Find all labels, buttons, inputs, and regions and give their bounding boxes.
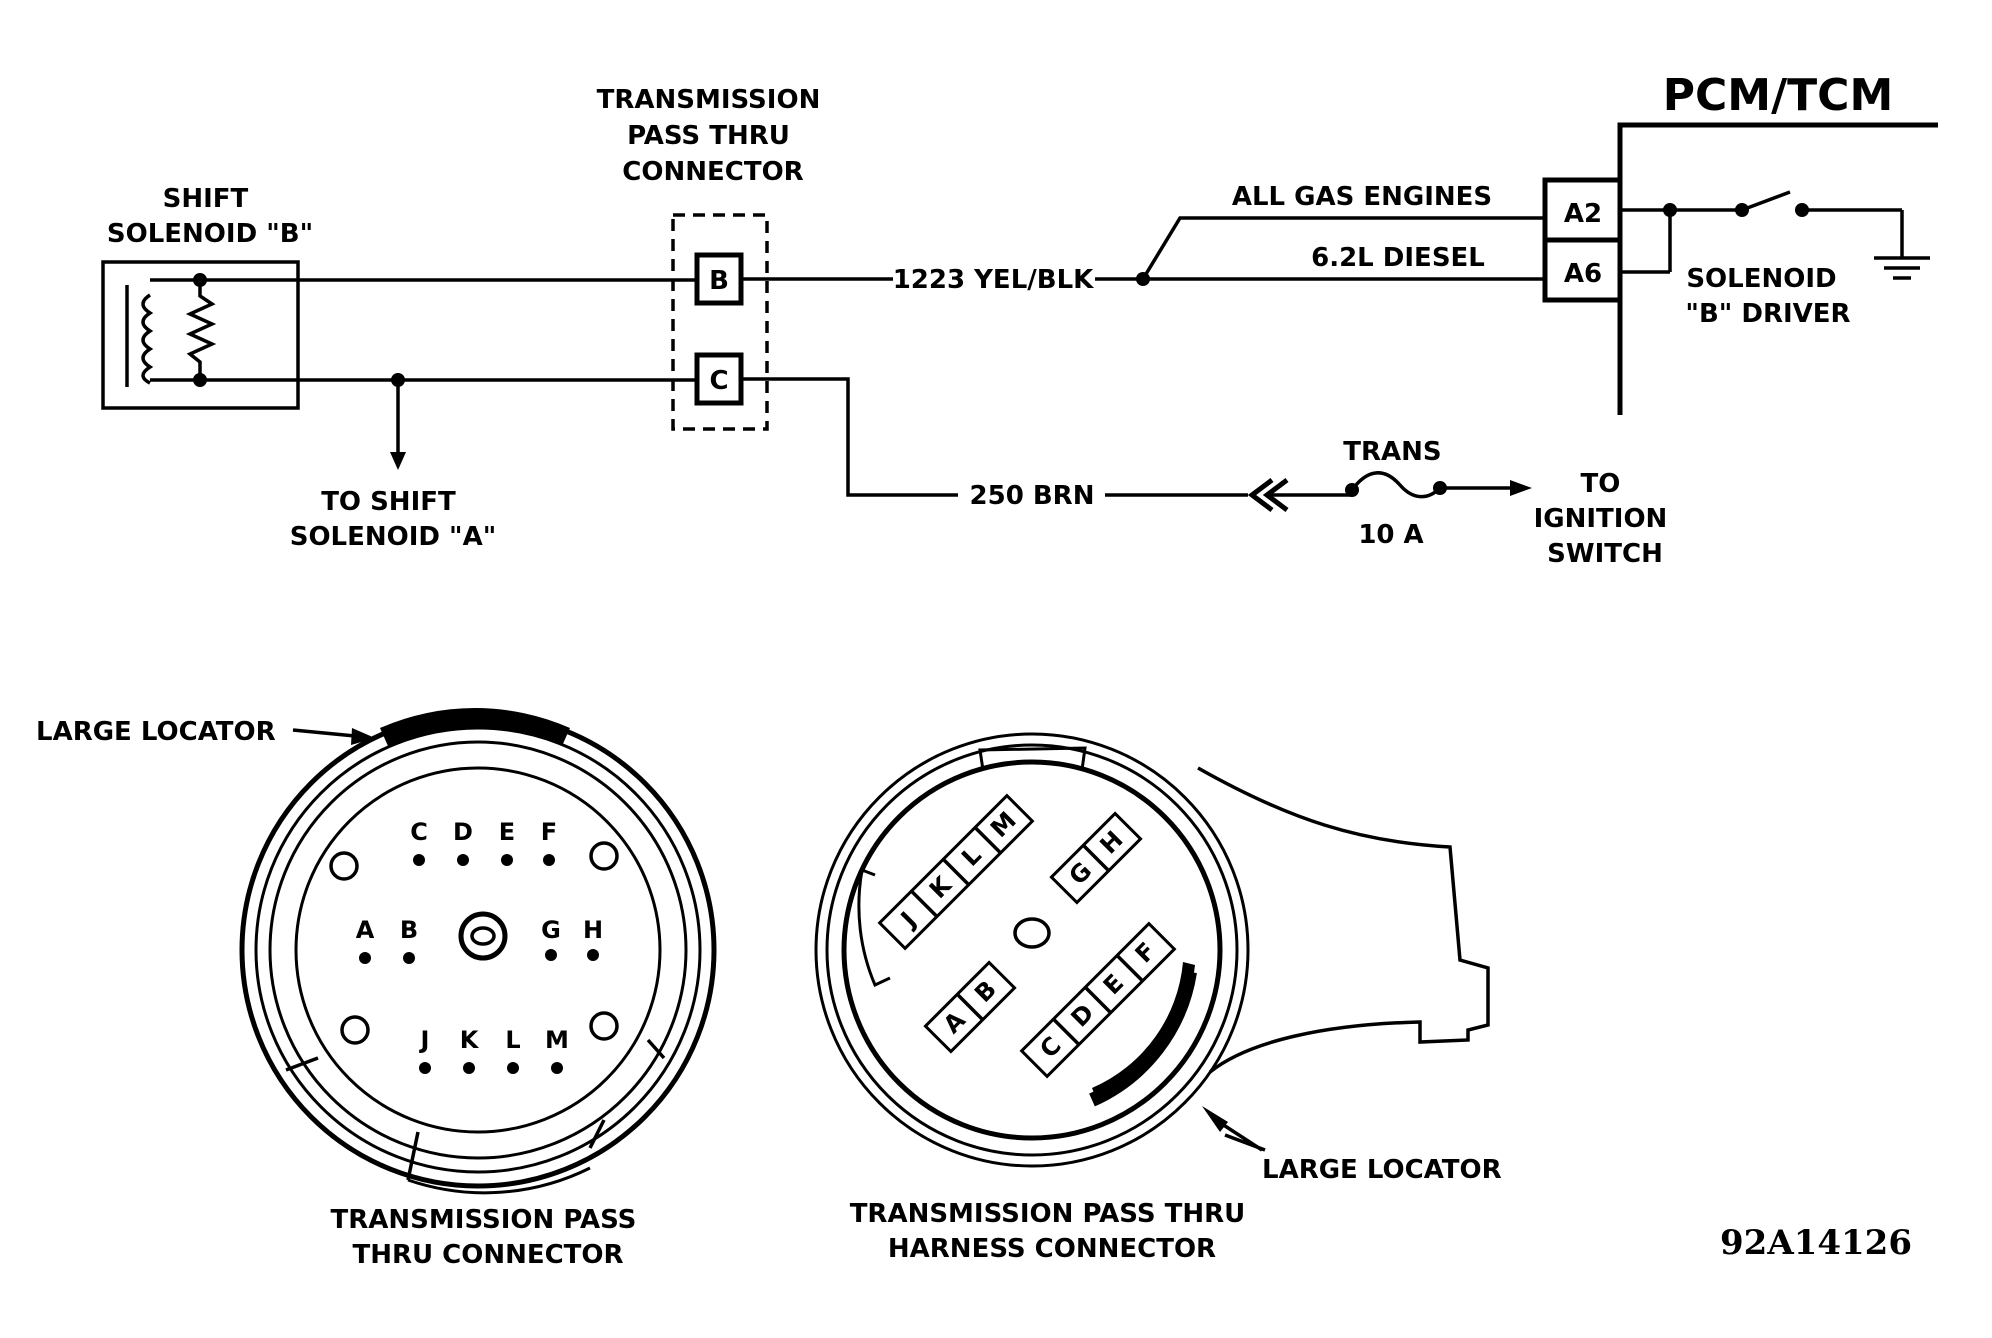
pass-thru-connector: B C <box>671 213 769 431</box>
pin-label: C <box>410 818 428 846</box>
terminal-a6-label: A6 <box>1564 259 1602 289</box>
solenoid-b-driver-label: SOLENOID "B" DRIVER <box>1685 264 1850 329</box>
pin-label: K <box>460 1026 480 1054</box>
mount-hole <box>589 1011 619 1041</box>
key-tab <box>978 746 1087 771</box>
large-locator-key <box>380 708 570 746</box>
wire-1223-label: 1223 YEL/BLK <box>893 265 1094 295</box>
pin-contact <box>587 949 599 961</box>
figure-id: 92A14126 <box>1720 1223 1912 1263</box>
pin-label: A <box>938 1006 971 1039</box>
module-boundary <box>1617 122 1938 415</box>
shift-solenoid-b <box>101 260 300 410</box>
to-ignition-switch-label: TO IGNITION SWITCH <box>1534 469 1677 569</box>
pin-label: J <box>894 906 922 934</box>
shift-solenoid-b-label: SHIFT SOLENOID "B" <box>107 184 313 249</box>
right-connector-caption: TRANSMISSION PASS THRU HARNESS CONNECTOR <box>850 1199 1255 1264</box>
pin-label: L <box>956 841 987 872</box>
pin-c-label: C <box>709 366 728 396</box>
pin-label: F <box>541 818 557 846</box>
pin-label: A <box>356 916 375 944</box>
pin-contact <box>545 949 557 961</box>
pin-contact <box>413 854 425 866</box>
pin-label: H <box>583 916 603 944</box>
left-connector-caption: TRANSMISSION PASS THRU CONNECTOR <box>331 1205 646 1270</box>
arrow-right-icon <box>351 728 375 745</box>
pin-label: C <box>1034 1031 1066 1063</box>
pin-label: D <box>453 818 473 846</box>
harness-face <box>841 759 1223 1141</box>
resistor-icon <box>185 280 217 380</box>
terminal-a2-label: A2 <box>1564 199 1602 229</box>
pass-thru-connector-label: TRANSMISSION PASS THRU CONNECTOR <box>597 85 830 187</box>
mount-hole <box>589 841 619 871</box>
driver-switch-icon <box>1741 190 1791 212</box>
pin-label: G <box>541 916 561 944</box>
harness-connector-view: J K L M G H A B C D E F <box>814 732 1502 1264</box>
inline-connector-icon <box>1247 478 1274 512</box>
left-large-locator-label: LARGE LOCATOR <box>36 717 276 747</box>
pin-label: B <box>969 975 1002 1008</box>
pin-contact <box>507 1062 519 1074</box>
pcm-tcm-label: PCM/TCM <box>1663 70 1893 121</box>
pin-label: L <box>505 1026 520 1054</box>
arrow-up-left-icon <box>1202 1106 1228 1132</box>
connector-handle <box>1197 766 1490 1074</box>
wire-250-label: 250 BRN <box>970 481 1095 511</box>
pin-label: E <box>1098 969 1129 1000</box>
key-tab <box>857 867 891 988</box>
connector-dashed-outline <box>671 213 769 431</box>
pin-label: J <box>419 1026 430 1054</box>
pass-thru-connector-view: LARGE LOCATOR C D E F A B G <box>36 708 717 1270</box>
pin-contact <box>457 854 469 866</box>
right-large-locator-label: LARGE LOCATOR <box>1262 1155 1502 1185</box>
connector-face <box>294 766 662 1134</box>
wire-all-gas <box>1141 216 1545 280</box>
to-shift-solenoid-a-label: TO SHIFT SOLENOID "A" <box>290 487 497 552</box>
pin-contact <box>551 1062 563 1074</box>
pin-block-ab: A B <box>923 960 1017 1054</box>
pin-label: E <box>499 818 515 846</box>
ground-icon <box>1874 256 1930 280</box>
pin-contact <box>543 854 555 866</box>
solenoid-housing <box>101 260 300 410</box>
arrow-right-icon <box>1510 480 1532 496</box>
pin-block-jklm: J K L M <box>877 793 1035 951</box>
pin-contact <box>419 1062 431 1074</box>
mount-hole <box>340 1015 370 1045</box>
pin-contact <box>403 952 415 964</box>
locator-arrow-line <box>292 728 356 738</box>
center-post <box>458 911 508 961</box>
pin-label: F <box>1130 937 1161 968</box>
diesel-label: 6.2L DIESEL <box>1311 243 1485 273</box>
pin-contact <box>359 952 371 964</box>
pin-contact <box>501 854 513 866</box>
pin-label: M <box>545 1026 569 1054</box>
arrow-down-icon <box>390 452 406 470</box>
pin-label: B <box>400 916 418 944</box>
center-hole <box>1013 917 1051 949</box>
harness-outer-ring <box>814 732 1250 1168</box>
schematic: SHIFT SOLENOID "B" TO SHIFT SOLENOID "A"… <box>101 70 1938 569</box>
pin-contact <box>463 1062 475 1074</box>
coil-icon <box>141 293 154 385</box>
fuse-label: TRANS 10 A <box>1343 437 1450 550</box>
pcm-tcm-module: PCM/TCM A2 A6 SOLENOID "B" DRIVER <box>1542 70 1938 415</box>
all-gas-engines-label: ALL GAS ENGINES <box>1232 182 1492 212</box>
mount-hole <box>329 851 359 881</box>
pin-block-gh: G H <box>1049 811 1143 905</box>
connector-outer-ring <box>239 711 717 1189</box>
pin-b-label: B <box>709 266 729 296</box>
fuse-icon <box>1350 471 1442 499</box>
pin-b-box <box>694 252 744 306</box>
